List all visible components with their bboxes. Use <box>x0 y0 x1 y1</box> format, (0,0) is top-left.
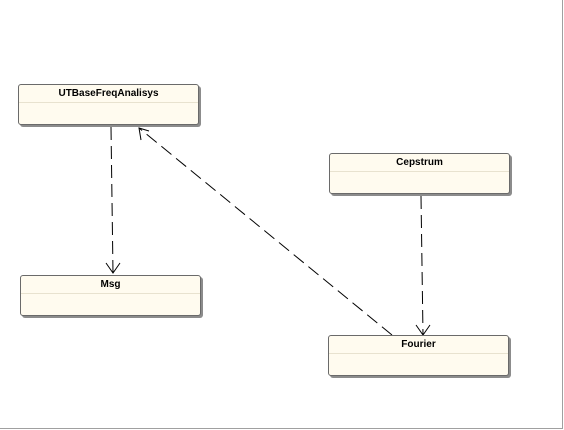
class-fourier[interactable]: Fourier <box>328 335 509 376</box>
class-name: Cepstrum <box>396 157 443 168</box>
class-divider <box>21 293 200 294</box>
dependency-ut-to-msg <box>110 126 114 274</box>
class-divider <box>19 102 198 103</box>
class-utbasefreqanalisys[interactable]: UTBaseFreqAnalisys <box>18 84 199 125</box>
class-divider <box>329 353 508 354</box>
dependency-four-to-ut <box>138 127 393 336</box>
arrowhead-msg <box>105 262 121 274</box>
class-name: Msg <box>100 279 121 290</box>
class-name: UTBaseFreqAnalisys <box>58 88 159 99</box>
dependency-cep-to-four <box>420 195 424 336</box>
class-cepstrum[interactable]: Cepstrum <box>329 153 510 194</box>
class-name: Fourier <box>401 339 436 350</box>
class-msg[interactable]: Msg <box>20 275 201 316</box>
class-divider <box>330 171 509 172</box>
arrowhead-ut <box>138 127 150 141</box>
